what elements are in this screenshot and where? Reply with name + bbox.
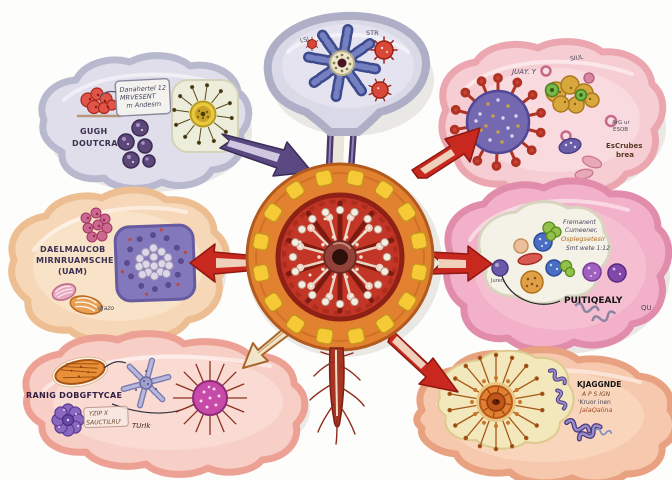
- micro-tag: STR: [366, 29, 379, 37]
- purple-spheres-icon: [582, 262, 627, 283]
- blob-caption: PUITIQEALY: [564, 296, 623, 306]
- pointer-line: [501, 275, 561, 305]
- hub-mouth: [332, 249, 348, 265]
- micro-tag: LSL: [299, 35, 311, 44]
- note-line: Smt wete 1:12: [566, 245, 610, 252]
- blob-label: JUAY. Y: [510, 68, 537, 76]
- blob-bottom-left: RANIG DOBGFTYCAE: [22, 330, 309, 478]
- root-appendage: [309, 347, 365, 445]
- flower-cluster-icon: [51, 403, 85, 437]
- virus-colony-icon: [120, 227, 188, 297]
- blob-caption: DOUTCRAGE: [72, 139, 130, 148]
- berry-mix-icon: [491, 221, 576, 294]
- blob-caption: brea: [616, 151, 634, 159]
- blob-caption: EsCrubes: [606, 142, 642, 150]
- note-line: 'Kruor inen: [578, 399, 611, 406]
- note-line: Osplegsetesir: [561, 235, 607, 243]
- pointer-line: [103, 361, 127, 369]
- note-line: SAUCTILRU': [86, 418, 122, 426]
- blob-bottom-right: KJAGGNDE A P S IGN 'Kruor inen JalaQalin…: [413, 346, 672, 480]
- central-hub: [245, 162, 435, 352]
- blob-caption: MIRNRUAMSCHE: [36, 256, 114, 265]
- inner-sac: [475, 200, 612, 305]
- golden-cell-cluster-icon: [544, 72, 600, 114]
- arrow-right: [429, 245, 493, 282]
- note-line: A P S IGN: [581, 391, 611, 398]
- shell-icons: [51, 283, 103, 315]
- note-leader-line: [99, 90, 117, 99]
- blob-left: DAELMAUCOB MIRNRUAMSCHE (UAM): [8, 186, 230, 344]
- berry-cluster-icon: [117, 119, 156, 169]
- note-line: MRVESENT: [120, 92, 157, 102]
- petri-panel: [171, 79, 239, 153]
- small-note: dJazo: [98, 305, 114, 312]
- note-line: Fremanent: [563, 219, 596, 226]
- raspberry-cluster-icon: [80, 207, 113, 243]
- blob-caption: GUGH: [80, 127, 108, 136]
- star-bacterium-icon: [309, 30, 376, 97]
- blob-caption: DAELMAUCOB: [40, 245, 106, 254]
- note-line: Cumeener,: [565, 227, 598, 234]
- note-line: m Andesm: [126, 100, 161, 110]
- note-line: Danahertel 12: [119, 84, 166, 94]
- spiky-virus-icon: [368, 78, 392, 102]
- blob-right: Juren Fremanent Cumeener, Osplegsetesir …: [443, 177, 672, 354]
- small-note: ESOB: [613, 127, 628, 133]
- blob-caption: (UAM): [58, 267, 87, 276]
- sun-radiolarian-icon: [447, 352, 545, 452]
- corona-virus-icon: [449, 73, 547, 171]
- note-box: YZIP X SAUCTILRU': [83, 405, 129, 429]
- spiky-virus-icon: [305, 37, 319, 51]
- spiky-virus-icon: [370, 36, 398, 64]
- arrow-top-left: [219, 133, 313, 177]
- almond-diatom-icon: [51, 356, 109, 388]
- arrow-top-right: [411, 127, 481, 179]
- blob-caption: RANIG DOBGFTYCAE: [26, 391, 122, 400]
- purple-capsule-icon: [558, 137, 603, 180]
- blob-top-center: LSL STR: [263, 11, 431, 136]
- hub-speckles: [298, 217, 382, 297]
- note-box: Danahertel 12 MRVESENT m Andesm: [114, 77, 172, 117]
- blob-top-left: Danahertel 12 MRVESENT m Andesm GUGH DOU…: [38, 52, 253, 192]
- small-note: ArG ur: [612, 120, 631, 126]
- sun-microbe-icon: [171, 82, 235, 146]
- micro-tag: SIUL: [570, 54, 585, 63]
- note-line: YZIP X: [89, 410, 109, 418]
- radiant-microbe-icon: [172, 360, 248, 436]
- arrow-bottom-right: [387, 329, 459, 393]
- micro-tag: QU: [641, 304, 652, 312]
- micro-tag: TUrIk: [132, 422, 151, 430]
- note-line: JalaQalina: [578, 406, 613, 414]
- small-note: Juren: [490, 278, 504, 284]
- lilac-star-icon: [124, 361, 169, 406]
- blob-top-right: SIUL JUAY. Y ArG ur ESOB EsCrubes brea: [438, 38, 667, 198]
- arrow-left: [189, 243, 259, 283]
- blob-caption: KJAGGNDE: [577, 380, 621, 389]
- viral-panel: [113, 223, 197, 303]
